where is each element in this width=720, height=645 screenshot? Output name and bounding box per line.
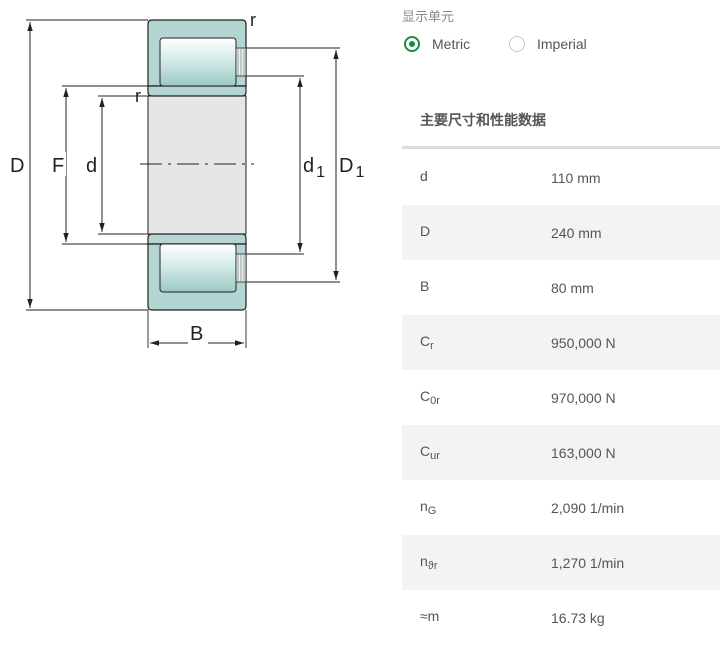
spec-param: D bbox=[420, 223, 431, 239]
spec-param: Cr bbox=[420, 333, 434, 352]
spec-row-d: d 110 mm bbox=[402, 150, 720, 205]
specs-table: d 110 mm D 240 mm B 80 mm Cr 950,000 N C… bbox=[402, 150, 720, 645]
spec-row-nG: nG 2,090 1/min bbox=[402, 480, 720, 535]
spec-value: 163,000 N bbox=[551, 444, 616, 461]
spec-value: 970,000 N bbox=[551, 389, 616, 406]
spec-row-Cur: Cur 163,000 N bbox=[402, 425, 720, 480]
inner-ring-bottom bbox=[147, 233, 247, 245]
radio-imperial[interactable]: Imperial bbox=[509, 36, 587, 52]
bore-region bbox=[147, 95, 247, 235]
spec-value: 950,000 N bbox=[551, 334, 616, 351]
spec-row-C0r: C0r 970,000 N bbox=[402, 370, 720, 425]
spec-param: Cur bbox=[420, 443, 440, 462]
roller-top bbox=[159, 37, 237, 87]
label-D: D bbox=[10, 155, 24, 177]
radio-metric-indicator[interactable] bbox=[404, 36, 420, 52]
specs-divider bbox=[402, 146, 720, 149]
units-label: 显示单元 bbox=[402, 9, 455, 24]
spec-row-ntheta: nϑr 1,270 1/min bbox=[402, 535, 720, 590]
label-F: F bbox=[52, 155, 64, 177]
spec-param: B bbox=[420, 278, 430, 294]
spec-param: nG bbox=[420, 498, 437, 517]
roller-bottom bbox=[159, 243, 237, 293]
spec-value: 80 mm bbox=[551, 279, 594, 296]
radio-imperial-indicator[interactable] bbox=[509, 36, 525, 52]
spec-row-B: B 80 mm bbox=[402, 260, 720, 315]
spec-param: nϑr bbox=[420, 553, 438, 572]
spec-value: 1,270 1/min bbox=[551, 554, 625, 571]
spec-value: 16.73 kg bbox=[551, 609, 605, 626]
spec-value: 110 mm bbox=[551, 169, 601, 186]
spec-param: ≈m bbox=[420, 608, 440, 624]
spec-value: 2,090 1/min bbox=[551, 499, 625, 516]
inner-ring-top bbox=[147, 85, 247, 97]
label-r-top: r bbox=[250, 10, 256, 30]
label-B: B bbox=[190, 323, 203, 345]
specs-section-title: 主要尺寸和性能数据 bbox=[420, 112, 546, 128]
spec-param: C0r bbox=[420, 388, 440, 407]
label-r-mid: r bbox=[135, 86, 141, 106]
radio-imperial-label: Imperial bbox=[537, 36, 587, 52]
spec-row-D: D 240 mm bbox=[402, 205, 720, 260]
spec-row-Cr: Cr 950,000 N bbox=[402, 315, 720, 370]
radio-metric-label: Metric bbox=[432, 36, 471, 52]
spec-value: 240 mm bbox=[551, 224, 602, 241]
spec-row-mass: ≈m 16.73 kg bbox=[402, 590, 720, 645]
radio-metric[interactable]: Metric bbox=[404, 36, 470, 52]
spec-param: d bbox=[420, 168, 428, 184]
label-d: d bbox=[86, 155, 97, 177]
